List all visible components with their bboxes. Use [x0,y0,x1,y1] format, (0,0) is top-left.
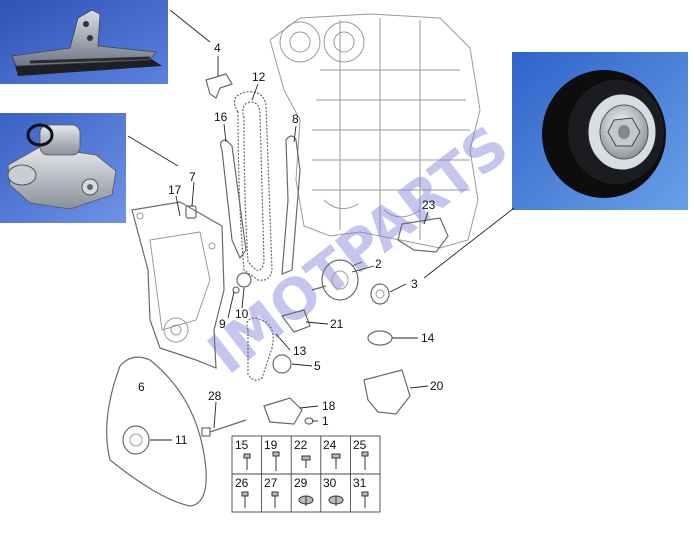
leader-lines [150,56,429,441]
callout-17: 17 [168,183,182,197]
part-9-pin[interactable] [232,286,240,294]
bolt-label-25: 25 [353,438,367,452]
bolt-label-19: 19 [264,438,278,452]
bolt-label-31: 31 [353,476,367,490]
timing-cover[interactable] [131,201,225,369]
callout-12: 12 [252,70,266,84]
chain-guide-16[interactable] [220,139,247,260]
callout-16: 16 [214,110,228,124]
bolt-label-26: 26 [235,476,249,490]
part-1-washer[interactable] [304,417,314,425]
callout-7: 7 [189,170,196,184]
tensioner-image [0,113,126,223]
bolt-grid: 15 19 22 24 25 26 27 29 30 31 [231,435,381,513]
pointer-photo-17 [127,135,179,167]
pointer-photo-4 [169,9,211,43]
pointer-photo-3 [423,207,515,279]
callout-5: 5 [314,359,321,373]
callout-20: 20 [430,379,444,393]
part-4-bracket[interactable] [205,73,233,99]
part-28-bolt[interactable] [201,419,247,437]
part-7-plug[interactable] [185,205,197,219]
bolt-label-15: 15 [235,438,249,452]
crank-pulley[interactable] [122,425,150,455]
part-18-support[interactable] [263,397,303,425]
bolt-label-24: 24 [323,438,337,452]
part-2-pump[interactable] [311,259,363,301]
callout-18: 18 [322,399,336,413]
callout-23: 23 [422,198,436,212]
callout-28: 28 [208,389,222,403]
photo-chain-guide [0,0,168,84]
oil-pump-chain[interactable] [246,317,274,381]
callout-14: 14 [421,331,435,345]
callout-9: 9 [219,317,226,331]
callout-8: 8 [292,112,299,126]
bolt-label-29: 29 [294,476,308,490]
part-14-washer[interactable] [367,330,393,346]
callout-numbers: 4 12 16 8 7 17 23 2 3 9 10 21 14 13 5 6 … [138,41,444,447]
drive-belt[interactable] [106,356,207,507]
callout-6: 6 [138,380,145,394]
engine-block-sketch [269,13,481,249]
photo-idler-pulley [512,52,688,210]
timing-chain[interactable] [233,91,273,281]
callout-3: 3 [411,277,418,291]
bolt-label-30: 30 [323,476,337,490]
callout-13: 13 [293,344,307,358]
part-20-bracket[interactable] [363,369,411,415]
part-3-pulley[interactable] [370,283,390,305]
part-10-sprocket[interactable] [236,272,252,288]
callout-1: 1 [322,414,329,428]
part-23-mount[interactable] [397,217,449,253]
chain-guide-image [0,0,168,84]
bolt-icon [241,491,369,508]
bolt-label-22: 22 [294,438,308,452]
callout-2: 2 [375,257,382,271]
idler-pulley-image [512,52,688,210]
callout-4: 4 [214,41,221,55]
photo-tensioner [0,113,126,223]
part-5-sprocket[interactable] [272,354,292,374]
callout-10: 10 [235,307,249,321]
callout-21: 21 [330,317,344,331]
bolt-icon [243,451,369,471]
part-21-tensioner[interactable] [280,309,311,333]
bolt-label-27: 27 [264,476,278,490]
callout-11: 11 [175,433,188,447]
